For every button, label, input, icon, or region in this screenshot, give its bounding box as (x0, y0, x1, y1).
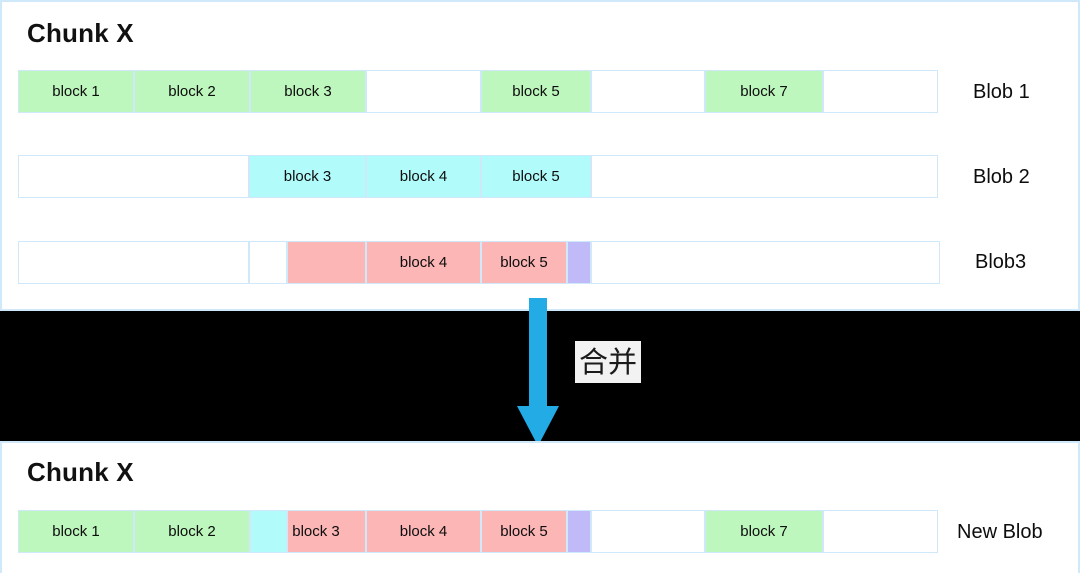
block-segment[interactable]: block 5 (481, 510, 567, 553)
bottom-chunk-title: Chunk X (27, 457, 134, 487)
block-segment[interactable]: block 5 (481, 155, 591, 198)
panel-right-edge (1078, 2, 1080, 309)
block-segment[interactable]: block 5 (481, 70, 591, 113)
new-blob-row: block 1 block 2 block 4 block 5 block 7 … (18, 510, 938, 553)
block-segment[interactable]: block 1 (18, 510, 134, 553)
block-segment-empty[interactable] (591, 155, 938, 198)
block-segment-empty[interactable] (366, 70, 481, 113)
top-chunk-title: Chunk X (27, 18, 134, 48)
merge-arrow-icon (517, 298, 559, 446)
block-segment[interactable]: block 4 (366, 241, 481, 284)
top-chunk-panel: Chunk X block 1 block 2 block 3 block 5 … (0, 0, 1080, 311)
block-segment[interactable]: block 4 (366, 510, 481, 553)
block-segment[interactable]: block 1 (18, 70, 134, 113)
block-segment-empty[interactable] (18, 155, 249, 198)
block-segment[interactable]: block 7 (705, 70, 823, 113)
block-segment[interactable]: block 3 (249, 155, 366, 198)
block-segment-unlabeled[interactable] (287, 241, 366, 284)
blob-label: Blob 2 (973, 166, 1030, 188)
block-segment-cyan-sliver[interactable] (250, 510, 287, 553)
blob-row-1: block 1 block 2 block 3 block 5 block 7 (18, 70, 938, 113)
block-segment[interactable]: block 3 (250, 70, 366, 113)
block-segment[interactable]: block 2 (134, 510, 250, 553)
blob-label: Blob3 (975, 251, 1027, 273)
blob-label: Blob 1 (973, 81, 1030, 103)
block-segment-empty[interactable] (591, 241, 940, 284)
panel-right-edge (1078, 443, 1080, 573)
block-segment[interactable] (287, 510, 366, 553)
bottom-chunk-panel: Chunk X block 1 block 2 block 4 block 5 … (0, 441, 1080, 573)
blob-row-2: block 3 block 4 block 5 (18, 155, 938, 198)
block-segment-purple[interactable] (567, 241, 591, 284)
block-segment[interactable]: block 4 (366, 155, 481, 198)
block-segment-empty[interactable] (823, 70, 938, 113)
block-segment-empty[interactable] (591, 70, 705, 113)
panel-left-edge (0, 443, 2, 573)
panel-left-edge (0, 2, 2, 309)
block-segment[interactable]: block 7 (705, 510, 823, 553)
block-segment[interactable]: block 2 (134, 70, 250, 113)
merge-arrow-label: 合并 (575, 341, 642, 383)
block-segment[interactable]: block 5 (481, 241, 567, 284)
new-blob-label: New Blob (957, 521, 1043, 543)
block-segment-empty[interactable] (18, 241, 249, 284)
block-segment-purple[interactable] (567, 510, 591, 553)
blob-row-3: block 4 block 5 (18, 241, 940, 284)
block-segment-empty[interactable] (823, 510, 938, 553)
block-segment-empty[interactable] (249, 241, 287, 284)
block-segment-empty[interactable] (591, 510, 705, 553)
